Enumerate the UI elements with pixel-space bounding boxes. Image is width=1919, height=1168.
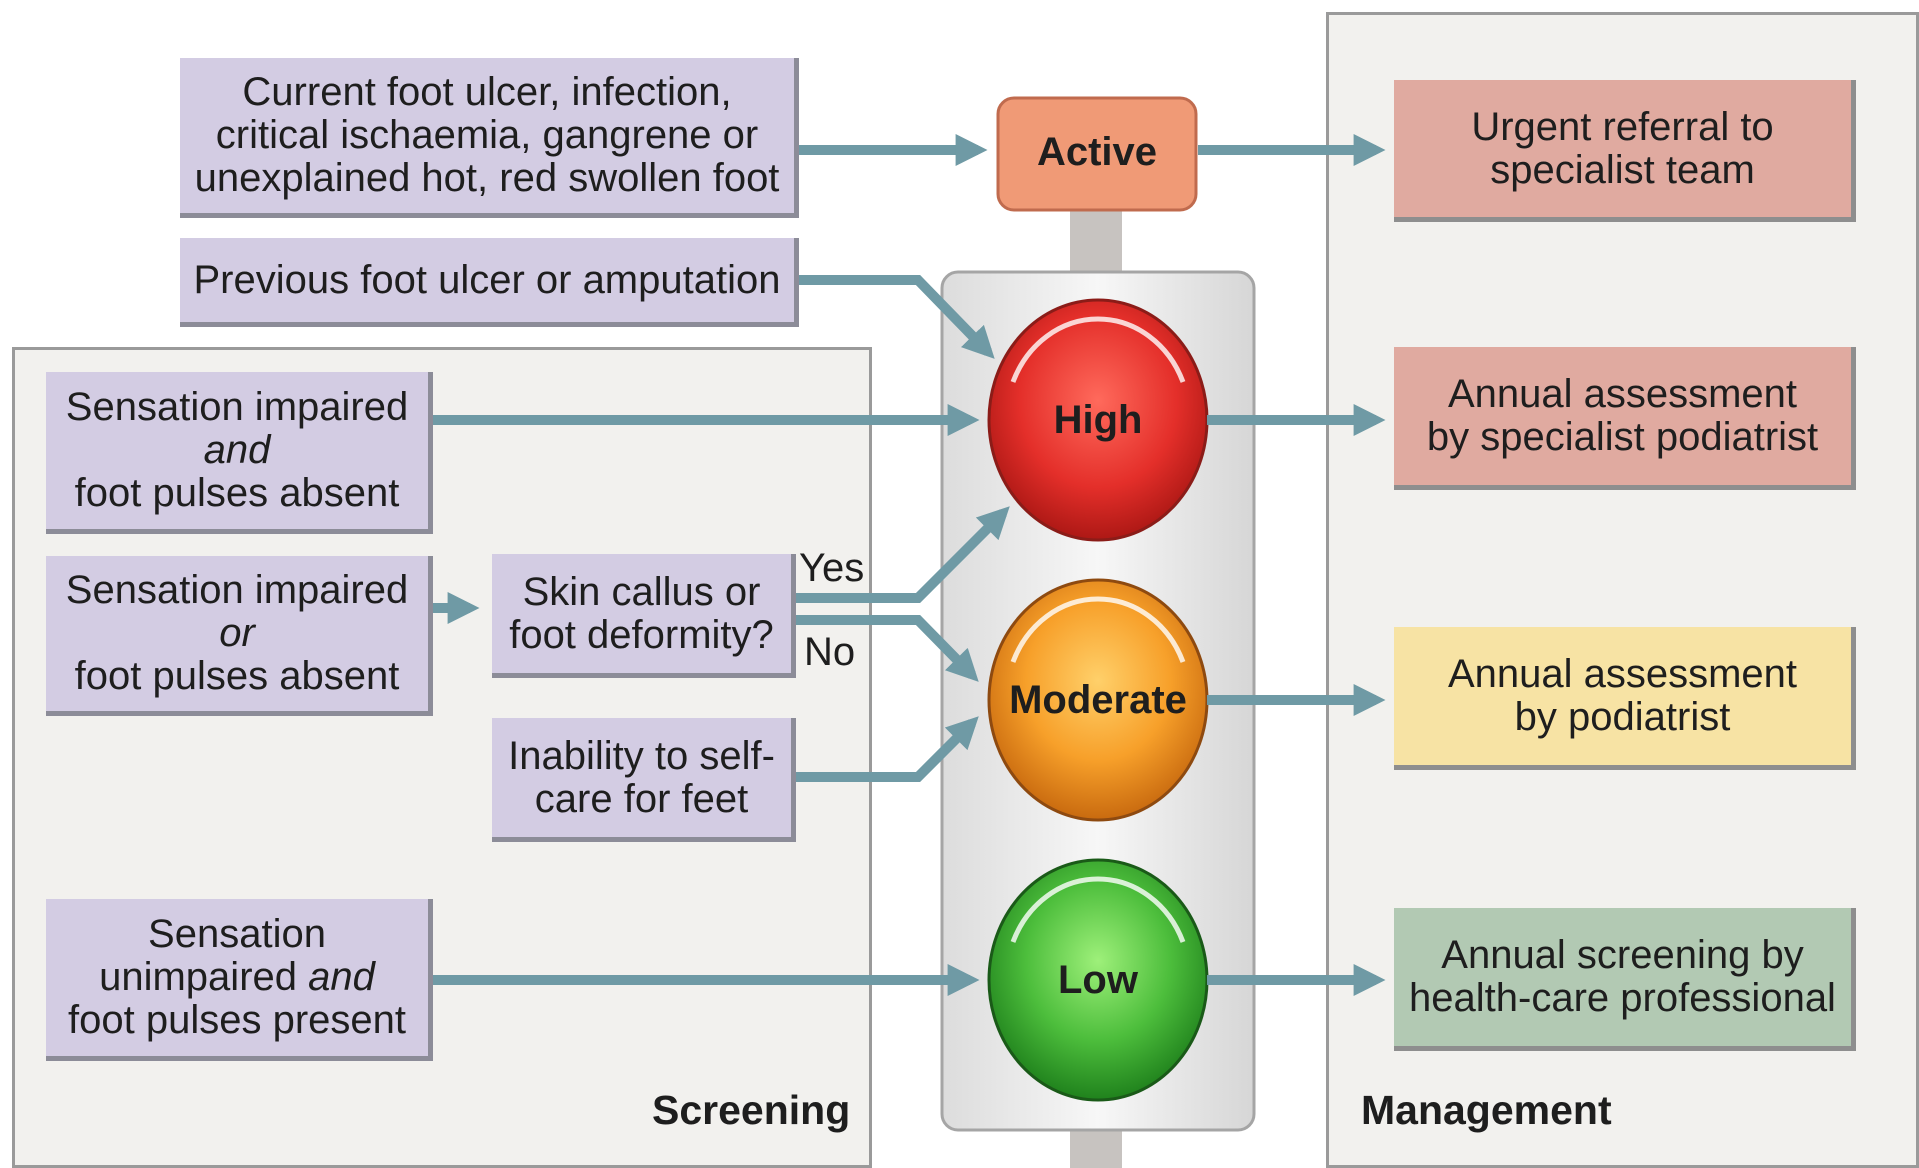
annual-podiatrist-line-1: Annual assessment	[1447, 652, 1798, 696]
unimpaired-line-1: Sensation	[148, 912, 326, 956]
yes-label: Yes	[799, 546, 865, 590]
current-ulcer-line-1: Current foot ulcer, infection,	[242, 70, 732, 114]
skin-callus-line-2: foot deformity?	[509, 612, 774, 657]
skin-callus-line-1: Skin callus or	[522, 569, 761, 614]
unimpaired-conjunction: and	[308, 955, 375, 999]
impaired-and-box: Sensation impaired and foot pulses absen…	[46, 372, 433, 534]
impaired-and-conjunction: and	[203, 428, 271, 472]
impaired-or-line-3: foot pulses absent	[74, 654, 400, 698]
arrow-no-to-moderate	[795, 615, 979, 682]
urgent-referral-box: Urgent referral to specialist team	[1394, 80, 1856, 222]
previous-ulcer-box: Previous foot ulcer or amputation	[180, 238, 799, 327]
arrow-selfcare-to-moderate	[795, 716, 979, 782]
high-level-label: High	[1053, 398, 1143, 442]
inability-selfcare-line-2: care for feet	[534, 776, 749, 821]
inability-selfcare-line-1: Inability to self-	[508, 733, 775, 778]
annual-podiatrist-line-2: by podiatrist	[1514, 695, 1731, 739]
annual-screening-line-1: Annual screening by	[1441, 933, 1804, 977]
unimpaired-box: Sensation unimpaired and foot pulses pre…	[46, 899, 433, 1061]
impaired-or-conjunction: or	[219, 611, 255, 655]
screening-label: Screening	[652, 1087, 851, 1133]
inability-selfcare-box: Inability to self- care for feet	[492, 718, 796, 842]
arrow-previous-to-high	[798, 275, 995, 359]
urgent-referral-line-2: specialist team	[1490, 147, 1755, 192]
current-ulcer-line-2: critical ischaemia, gangrene or	[215, 113, 759, 157]
current-ulcer-box: Current foot ulcer, infection, critical …	[180, 58, 799, 218]
unimpaired-line-2-text: unimpaired	[99, 955, 309, 999]
impaired-and-line-3: foot pulses absent	[74, 471, 400, 515]
skin-callus-box: Skin callus or foot deformity?	[492, 554, 796, 678]
low-level-label: Low	[1058, 958, 1138, 1002]
active-level-label: Active	[1036, 130, 1158, 174]
urgent-referral-line-1: Urgent referral to	[1471, 104, 1774, 149]
impaired-and-line-1: Sensation impaired	[65, 385, 409, 429]
annual-specialist-box: Annual assessment by specialist podiatri…	[1394, 347, 1856, 490]
previous-ulcer-text: Previous foot ulcer or amputation	[193, 257, 781, 302]
impaired-or-line-1: Sensation impaired	[65, 568, 409, 612]
annual-screening-line-2: health-care professional	[1409, 976, 1836, 1020]
moderate-level-label: Moderate	[1009, 678, 1187, 722]
annual-specialist-line-2: by specialist podiatrist	[1426, 415, 1819, 459]
current-ulcer-line-3: unexplained hot, red swollen foot	[194, 156, 780, 200]
active-level-box	[996, 96, 1198, 212]
no-label: No	[804, 630, 856, 674]
management-label: Management	[1361, 1087, 1612, 1133]
impaired-or-box: Sensation impaired or foot pulses absent	[46, 556, 433, 716]
unimpaired-line-2: unimpaired and	[99, 956, 375, 999]
low-light	[987, 858, 1209, 1102]
annual-specialist-line-1: Annual assessment	[1447, 372, 1798, 416]
pole-bottom	[1070, 1125, 1122, 1168]
annual-screening-box: Annual screening by health-care professi…	[1394, 908, 1856, 1051]
annual-podiatrist-box: Annual assessment by podiatrist	[1394, 627, 1856, 770]
arrow-yes-to-high	[795, 506, 1010, 603]
unimpaired-line-3: foot pulses present	[68, 998, 406, 1042]
